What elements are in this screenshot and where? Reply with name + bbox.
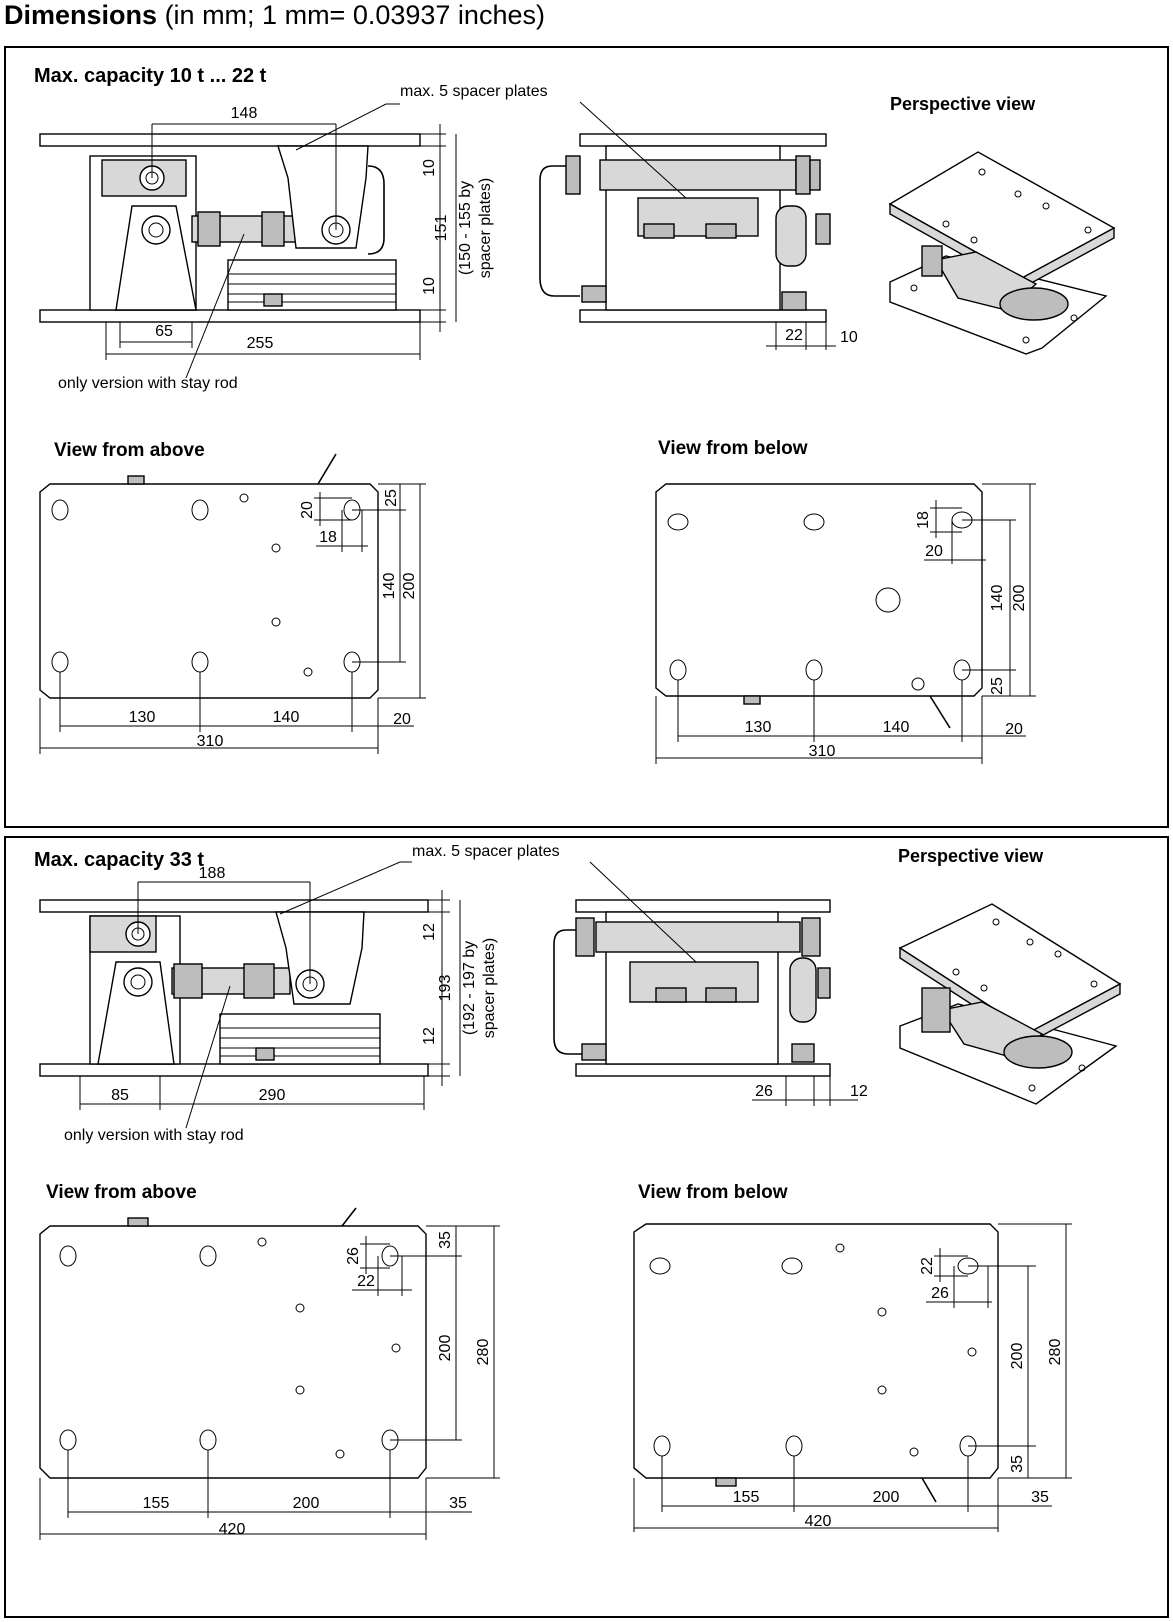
dim-280: 280 <box>475 1339 492 1366</box>
dim-140h: 140 <box>273 709 300 726</box>
perspective-title: Perspective view <box>898 846 1044 866</box>
dim-200: 200 <box>401 573 418 600</box>
side-dims: 188 12 193 12 (192 - 197 by spacer plate… <box>79 861 498 1129</box>
dim-188: 188 <box>199 865 226 882</box>
front-dims: 22 10 <box>579 101 858 350</box>
heading-subtitle: (in mm; 1 mm= 0.03937 inches) <box>164 0 545 30</box>
dim-b200h: 200 <box>873 1489 900 1506</box>
dim-200: 200 <box>437 1335 454 1362</box>
perspective-title: Perspective view <box>890 94 1036 114</box>
dim-140: 140 <box>381 573 398 600</box>
dim-310: 310 <box>197 733 224 750</box>
dim-151: 151 <box>433 215 450 242</box>
dim-b20: 20 <box>925 543 943 560</box>
dim-22: 22 <box>785 327 803 344</box>
dim-b25: 25 <box>989 677 1006 695</box>
dim-range: (150 - 155 by <box>457 181 474 275</box>
below-view <box>655 483 983 729</box>
front-view <box>553 899 831 1077</box>
dim-b310: 310 <box>809 743 836 760</box>
stay-rod-note: only version with stay rod <box>64 1127 244 1144</box>
side-dims: 148 10 151 10 (150 - 155 by spacer plate… <box>105 103 494 379</box>
dim-155: 155 <box>143 1495 170 1512</box>
above-dims: 20 18 25 140 200 130 140 20 310 <box>39 483 426 754</box>
dim-10a: 10 <box>421 159 438 177</box>
dim-10: 10 <box>840 329 858 346</box>
below-view <box>633 1223 999 1503</box>
above-view <box>39 1207 427 1479</box>
dim-200h: 200 <box>293 1495 320 1512</box>
above-title: View from above <box>54 440 205 461</box>
page-heading: Dimensions (in mm; 1 mm= 0.03937 inches) <box>4 0 545 31</box>
dim-26: 26 <box>755 1083 773 1100</box>
dim-148: 148 <box>231 105 258 122</box>
dim-range2: spacer plates) <box>481 938 498 1039</box>
dim-b140: 140 <box>989 585 1006 612</box>
dim-12a: 12 <box>421 923 438 941</box>
dim-b26: 26 <box>931 1285 949 1302</box>
dim-b140h: 140 <box>883 719 910 736</box>
panel-33t: Max. capacity 33 t Perspective view max.… <box>4 836 1169 1618</box>
dim-193: 193 <box>437 975 454 1002</box>
dim-b35h: 35 <box>1031 1489 1049 1506</box>
dim-35h: 35 <box>449 1495 467 1512</box>
dim-b420: 420 <box>805 1513 832 1530</box>
heading-title: Dimensions <box>4 0 158 30</box>
spacer-note: max. 5 spacer plates <box>400 83 548 100</box>
front-view <box>539 133 831 323</box>
stay-rod-note: only version with stay rod <box>58 375 238 392</box>
dim-b200: 200 <box>1009 1343 1026 1370</box>
drawing-10-22t: Max. capacity 10 t ... 22 t Perspective … <box>34 65 1116 764</box>
panel-title: Max. capacity 10 t ... 22 t <box>34 65 267 87</box>
dim-b280: 280 <box>1047 1339 1064 1366</box>
dim-130: 130 <box>129 709 156 726</box>
front-dims: 26 12 <box>589 861 868 1106</box>
dim-range2: spacer plates) <box>477 178 494 279</box>
dim-12b: 12 <box>421 1027 438 1045</box>
dim-20: 20 <box>299 501 316 519</box>
dim-b18: 18 <box>915 511 932 529</box>
below-dims: 18 20 140 25 200 130 140 20 310 <box>655 483 1036 764</box>
side-view <box>39 133 421 323</box>
perspective-view <box>898 903 1122 1105</box>
dim-b130: 130 <box>745 719 772 736</box>
dim-10b: 10 <box>421 277 438 295</box>
dim-b35: 35 <box>1009 1455 1026 1473</box>
above-title: View from above <box>46 1182 197 1203</box>
panel-10-22t: Max. capacity 10 t ... 22 t Perspective … <box>4 46 1169 828</box>
dim-range: (192 - 197 by <box>461 941 478 1035</box>
dim-26: 26 <box>345 1247 362 1265</box>
dim-20h: 20 <box>393 711 411 728</box>
dim-255: 255 <box>247 335 274 352</box>
dim-18: 18 <box>319 529 337 546</box>
dim-b155: 155 <box>733 1489 760 1506</box>
above-view <box>39 453 379 699</box>
dim-420: 420 <box>219 1521 246 1538</box>
below-title: View from below <box>658 438 808 459</box>
below-dims: 22 26 200 35 280 155 200 35 420 <box>633 1223 1072 1532</box>
dim-22: 22 <box>357 1273 375 1290</box>
dim-290: 290 <box>259 1087 286 1104</box>
dim-35: 35 <box>437 1231 454 1249</box>
dim-b20h: 20 <box>1005 721 1023 738</box>
dim-b22: 22 <box>919 1257 936 1275</box>
side-view <box>39 899 429 1077</box>
drawing-33t: Max. capacity 33 t Perspective view max.… <box>34 843 1122 1540</box>
panel-title: Max. capacity 33 t <box>34 849 204 871</box>
spacer-note: max. 5 spacer plates <box>412 843 560 860</box>
dim-b200: 200 <box>1011 585 1028 612</box>
perspective-view <box>888 151 1116 355</box>
dim-25: 25 <box>383 489 400 507</box>
above-dims: 26 22 35 200 280 155 200 35 420 <box>39 1225 500 1540</box>
dim-65: 65 <box>155 323 173 340</box>
below-title: View from below <box>638 1182 788 1203</box>
dim-85: 85 <box>111 1087 129 1104</box>
dim-12: 12 <box>850 1083 868 1100</box>
